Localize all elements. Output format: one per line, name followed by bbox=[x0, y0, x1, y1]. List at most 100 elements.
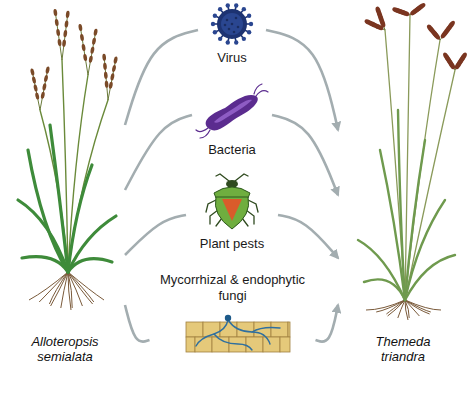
transfer-arrow bbox=[125, 305, 150, 342]
illustration-part bbox=[80, 34, 85, 42]
species-name: Themeda triandra bbox=[368, 334, 438, 365]
agent-box: Plant pests bbox=[186, 172, 278, 252]
illustration-part bbox=[88, 55, 93, 63]
illustration-part bbox=[88, 30, 96, 75]
grass-illustration bbox=[358, 2, 468, 320]
illustration-part bbox=[252, 328, 280, 333]
illustration-part bbox=[104, 72, 108, 79]
agent-box: Bacteria bbox=[192, 86, 272, 158]
illustration-part bbox=[32, 70, 40, 110]
illustration-part bbox=[186, 322, 203, 337]
illustration-part bbox=[405, 300, 441, 310]
illustration-part bbox=[196, 320, 280, 350]
illustration-part bbox=[246, 337, 263, 352]
illustration-part bbox=[235, 17, 238, 20]
illustration-part bbox=[55, 10, 62, 60]
illustration-part bbox=[39, 272, 68, 302]
illustration-part bbox=[112, 65, 117, 73]
illustration-part bbox=[68, 272, 104, 300]
agent-label: Virus bbox=[217, 50, 246, 66]
species-label-box: Themeda triandra bbox=[338, 5, 468, 365]
illustration-part bbox=[196, 320, 228, 346]
illustration-part bbox=[68, 100, 108, 272]
illustration-part bbox=[398, 110, 405, 300]
illustration-part bbox=[224, 17, 240, 34]
illustration-part bbox=[366, 300, 441, 320]
illustration-part bbox=[102, 54, 106, 61]
illustration-part bbox=[40, 68, 48, 110]
illustration-part bbox=[222, 199, 242, 221]
illustration-part bbox=[62, 12, 68, 60]
illustration-part bbox=[50, 125, 68, 272]
illustration-part bbox=[228, 28, 231, 31]
illustration-part bbox=[83, 54, 88, 62]
illustration-part bbox=[263, 337, 280, 352]
illustration-part bbox=[358, 240, 405, 300]
illustration-part bbox=[104, 81, 108, 88]
illustration-part bbox=[18, 125, 116, 272]
illustration-part bbox=[62, 39, 66, 47]
agent-box: Virus bbox=[198, 0, 266, 66]
illustration-part bbox=[226, 19, 229, 22]
illustration-part bbox=[225, 315, 231, 321]
illustration-part bbox=[385, 30, 405, 300]
illustration-part bbox=[214, 187, 250, 198]
illustration-part bbox=[44, 75, 49, 83]
illustration-part bbox=[213, 30, 217, 34]
illustration-part bbox=[388, 300, 405, 316]
illustration-part bbox=[68, 272, 94, 302]
illustration-part bbox=[247, 14, 251, 18]
illustration-part bbox=[358, 110, 455, 300]
illustration-part bbox=[405, 40, 440, 300]
illustration-part bbox=[211, 22, 215, 26]
illustration-part bbox=[40, 60, 108, 272]
illustration-part bbox=[90, 46, 95, 54]
illustration-part bbox=[65, 11, 69, 19]
agent-label: Plant pests bbox=[200, 236, 264, 252]
transfer-arrow bbox=[125, 215, 186, 255]
illustration-part bbox=[392, 6, 402, 14]
illustration-part bbox=[221, 13, 243, 35]
illustration-part bbox=[234, 3, 238, 7]
illustration-part bbox=[61, 272, 68, 308]
illustration-part bbox=[81, 44, 86, 52]
agent-label: Mycorrhizal & endophytic fungi bbox=[153, 272, 313, 303]
illustration-part bbox=[110, 73, 115, 81]
illustration-part bbox=[242, 37, 246, 41]
transfer-arrow bbox=[272, 115, 338, 195]
illustration-part bbox=[42, 83, 47, 91]
illustration-part bbox=[234, 40, 238, 44]
illustration-part bbox=[271, 322, 288, 337]
bacteria-icon bbox=[196, 84, 268, 138]
species-name: Alloteropsis semialata bbox=[15, 334, 115, 365]
illustration-part bbox=[214, 100, 252, 123]
illustration-part bbox=[68, 272, 93, 304]
illustration-part bbox=[364, 18, 374, 26]
illustration-part bbox=[68, 259, 112, 272]
illustration-part bbox=[216, 174, 229, 181]
illustration-part bbox=[364, 279, 405, 300]
illustration-part bbox=[206, 95, 258, 130]
illustration-part bbox=[30, 68, 35, 76]
illustration-part bbox=[237, 26, 240, 29]
transfer-arrow bbox=[125, 115, 192, 190]
illustration-part bbox=[29, 272, 68, 300]
illustration-part bbox=[224, 24, 227, 27]
illustration-part bbox=[78, 24, 83, 32]
virus-icon bbox=[211, 3, 253, 44]
illustration-part bbox=[29, 272, 104, 310]
illustration-part bbox=[231, 23, 234, 26]
illustration-part bbox=[398, 300, 405, 318]
illustration-part bbox=[213, 14, 217, 18]
plant-pest-icon bbox=[206, 174, 258, 229]
illustration-part bbox=[375, 6, 383, 16]
illustration-part bbox=[254, 84, 262, 94]
illustration-part bbox=[247, 30, 251, 34]
illustration-part bbox=[56, 29, 61, 37]
illustration-part bbox=[30, 9, 118, 110]
illustration-part bbox=[63, 30, 67, 38]
illustration-part bbox=[103, 63, 107, 70]
illustration-part bbox=[218, 7, 222, 11]
